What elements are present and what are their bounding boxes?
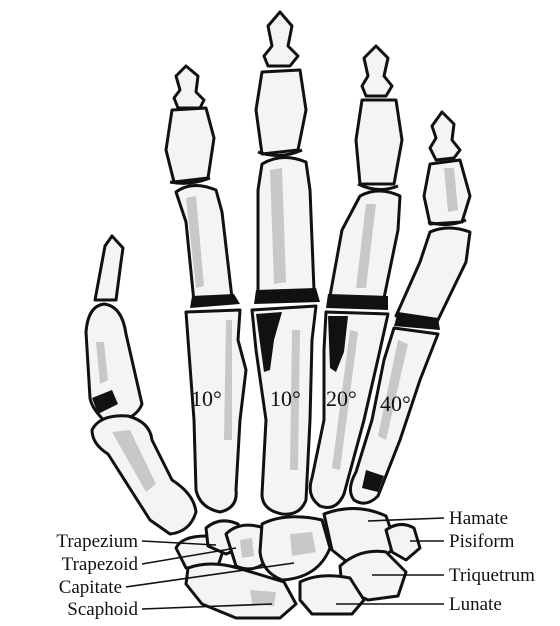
- pisiform-bone: [386, 524, 420, 560]
- middle-finger: [252, 12, 320, 514]
- label-trapezium: Trapezium: [56, 531, 138, 552]
- label-lunate: Lunate: [449, 594, 502, 615]
- angle-label-ring: 20°: [326, 386, 357, 411]
- angle-label-little: 40°: [380, 391, 411, 416]
- carpal-bones: [176, 508, 420, 618]
- label-pisiform: Pisiform: [449, 531, 515, 552]
- index-finger: [166, 66, 246, 512]
- label-capitate: Capitate: [59, 577, 122, 598]
- thumb: [86, 236, 196, 534]
- label-scaphoid: Scaphoid: [67, 599, 138, 620]
- label-trapezoid: Trapezoid: [62, 554, 139, 575]
- angle-label-middle: 10°: [270, 386, 301, 411]
- label-triquetrum: Triquetrum: [449, 565, 535, 586]
- label-hamate: Hamate: [449, 508, 508, 529]
- angle-label-index: 10°: [191, 386, 222, 411]
